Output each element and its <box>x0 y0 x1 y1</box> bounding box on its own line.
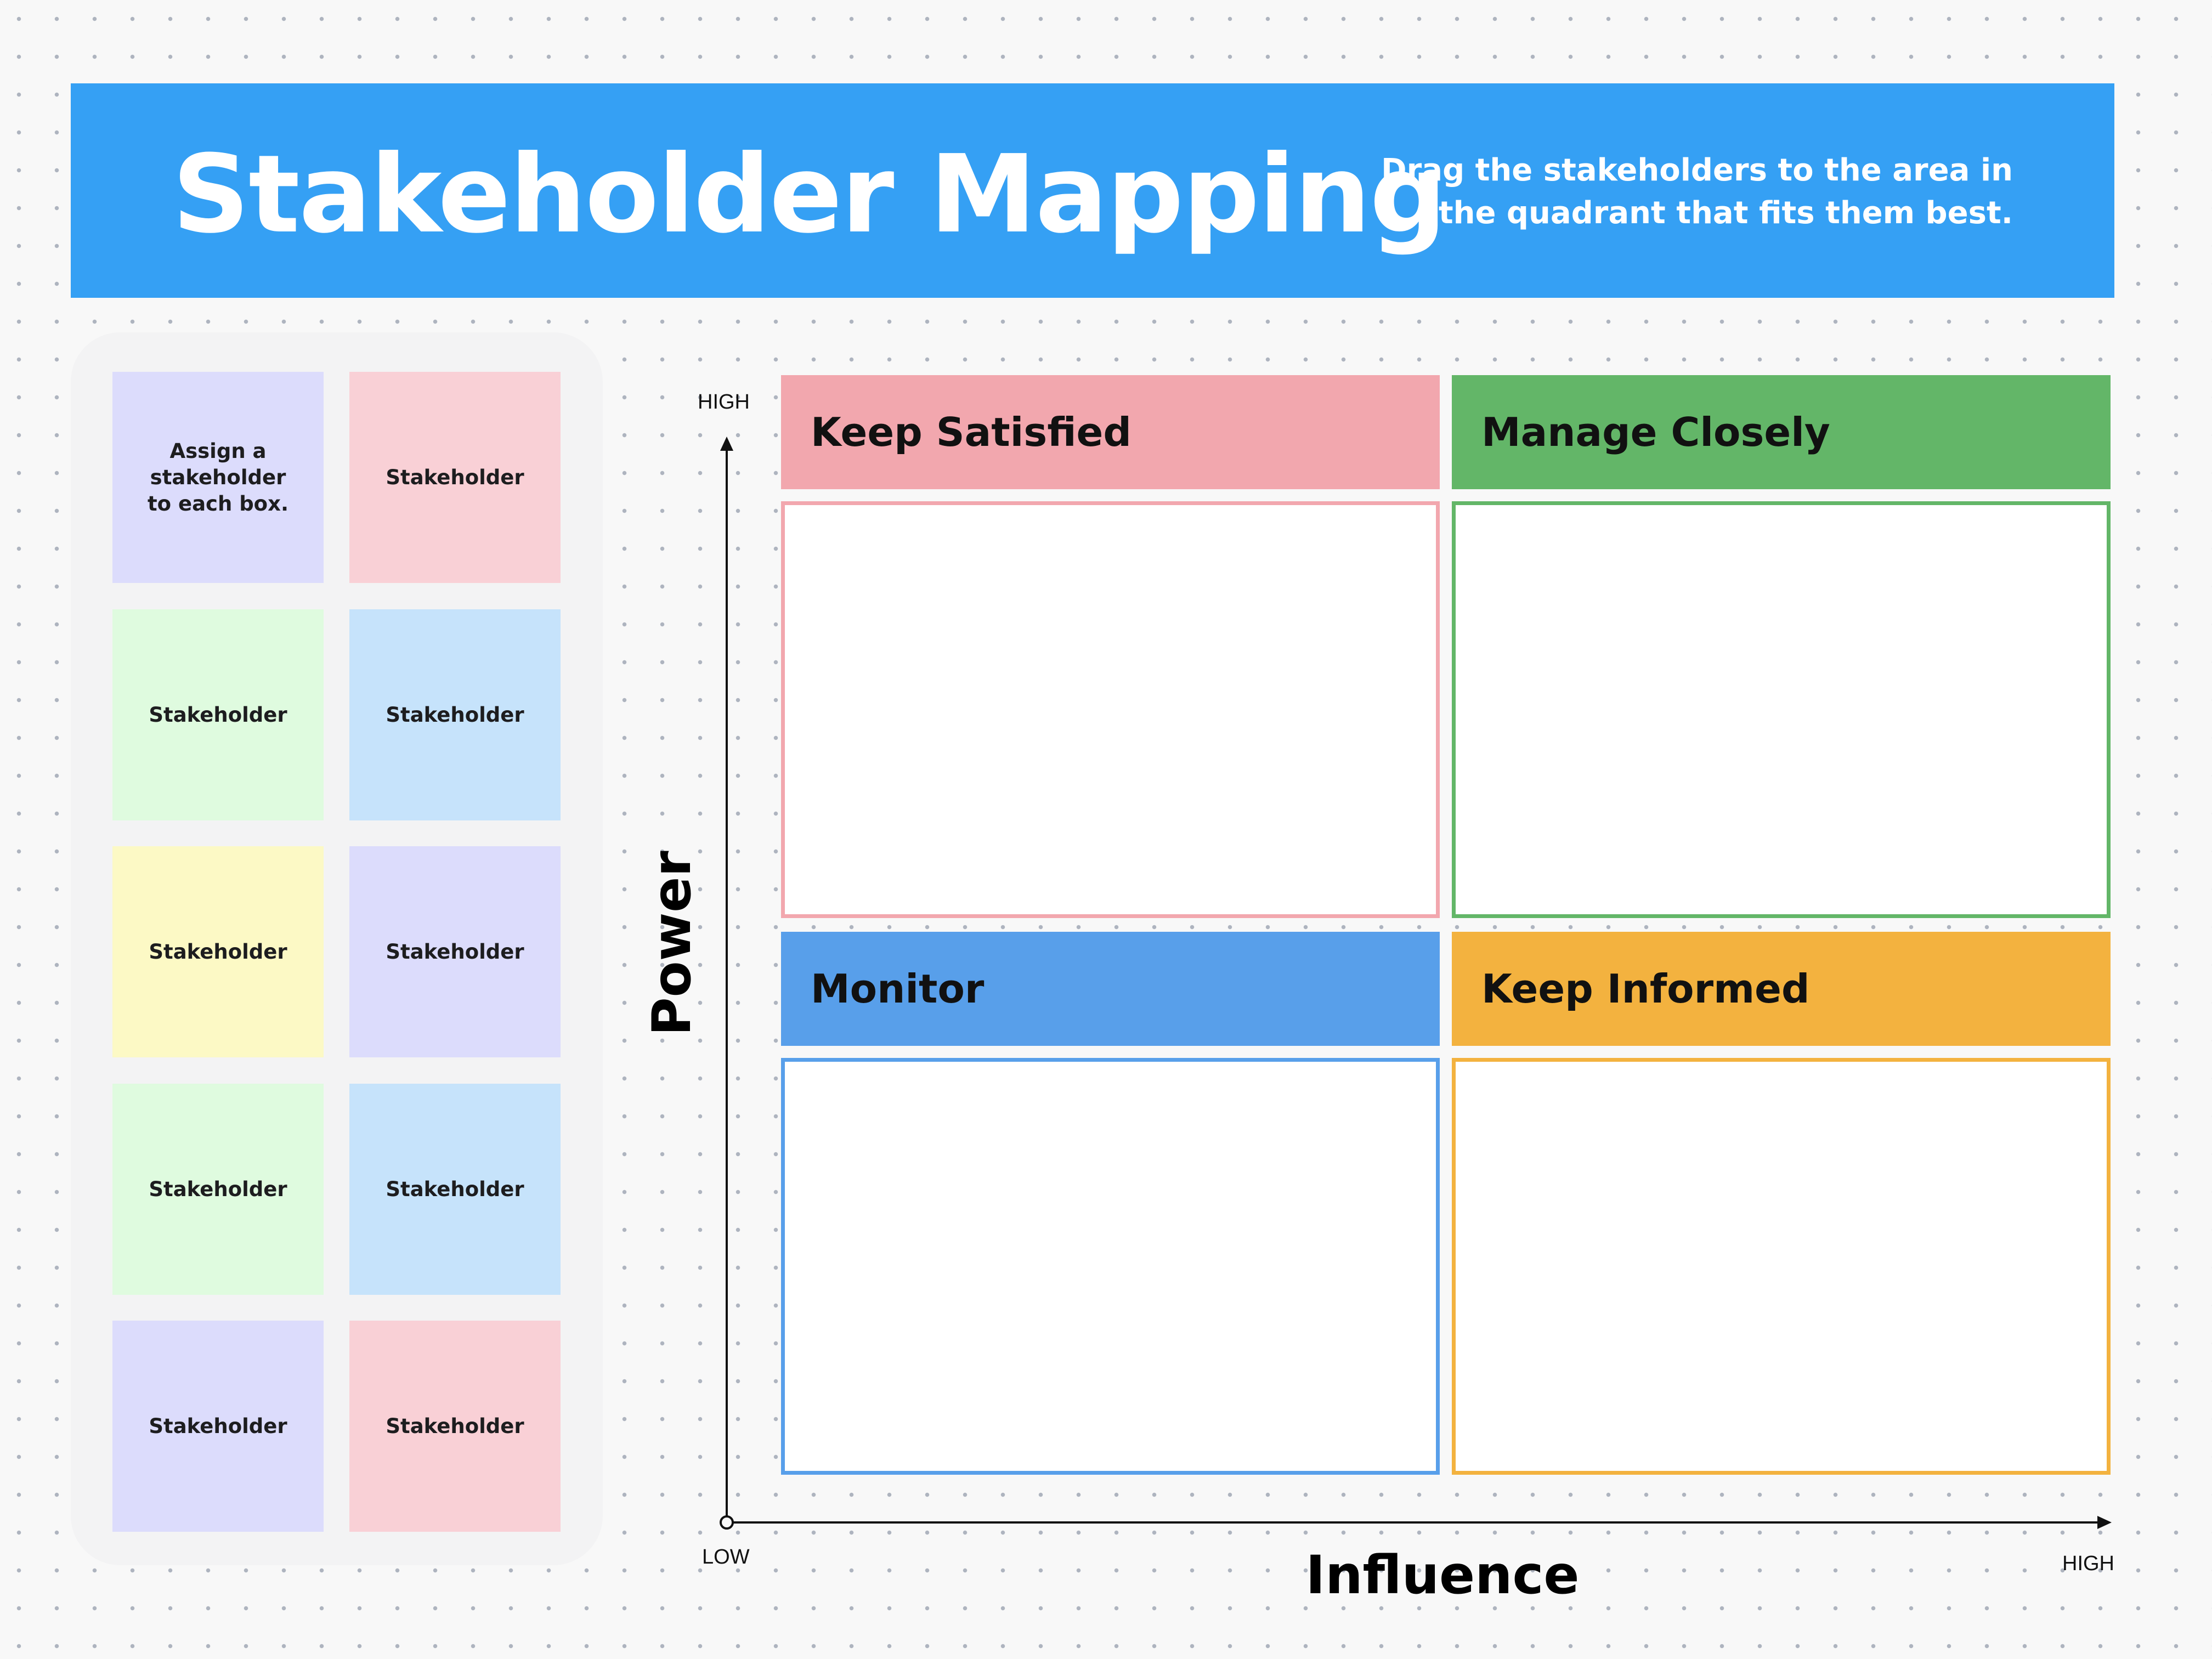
quadrant-title: Keep Informed <box>1481 966 1810 1012</box>
y-axis-high-label: HIGH <box>698 390 750 414</box>
stakeholder-sticky-note[interactable]: Stakeholder <box>349 846 561 1057</box>
y-axis-arrowhead <box>720 437 733 451</box>
quadrant-title: Monitor <box>811 966 985 1012</box>
quadrant-header-monitor: Monitor <box>781 932 1440 1046</box>
x-axis-high-label: HIGH <box>2062 1552 2114 1575</box>
quadrant-header-keep-satisfied: Keep Satisfied <box>781 375 1440 489</box>
stakeholder-sticky-note[interactable]: Stakeholder <box>112 1321 324 1532</box>
quadrant-header-manage-closely: Manage Closely <box>1452 375 2111 489</box>
x-axis-low-label: LOW <box>702 1545 750 1569</box>
axis-origin <box>720 1515 734 1530</box>
stakeholder-sticky-note[interactable]: Stakeholder <box>349 1084 561 1295</box>
quadrant-dropzone-keep-satisfied[interactable] <box>781 501 1440 918</box>
y-axis-title: Power <box>641 851 703 1036</box>
stakeholder-sticky-note[interactable]: Stakeholder <box>112 1084 324 1295</box>
x-axis-title: Influence <box>1305 1544 1580 1606</box>
quadrant-title: Keep Satisfied <box>811 409 1132 455</box>
stakeholder-sticky-note[interactable]: Stakeholder <box>349 609 561 820</box>
stakeholder-sticky-note[interactable]: Stakeholder <box>112 609 324 820</box>
stakeholder-sticky-note[interactable]: Stakeholder <box>349 372 561 583</box>
instruction-sticky-note[interactable]: Assign a stakeholder to each box. <box>112 372 324 583</box>
page-title: Stakeholder Mapping <box>172 132 1447 257</box>
quadrant-dropzone-monitor[interactable] <box>781 1058 1440 1475</box>
instructions-text: Drag the stakeholders to the area in the… <box>1355 149 2013 235</box>
quadrant-header-keep-informed: Keep Informed <box>1452 932 2111 1046</box>
quadrant-dropzone-keep-informed[interactable] <box>1452 1058 2111 1475</box>
quadrant-dropzone-manage-closely[interactable] <box>1452 501 2111 918</box>
quadrant-title: Manage Closely <box>1481 409 1830 455</box>
instructions-line-2: the quadrant that fits them best. <box>1438 195 2013 231</box>
x-axis-arrowhead <box>2097 1516 2112 1529</box>
stakeholder-sticky-note[interactable]: Stakeholder <box>349 1321 561 1532</box>
instructions-line-1: Drag the stakeholders to the area in <box>1381 152 2013 188</box>
stakeholder-sticky-note[interactable]: Stakeholder <box>112 846 324 1057</box>
header-banner <box>71 83 2114 298</box>
